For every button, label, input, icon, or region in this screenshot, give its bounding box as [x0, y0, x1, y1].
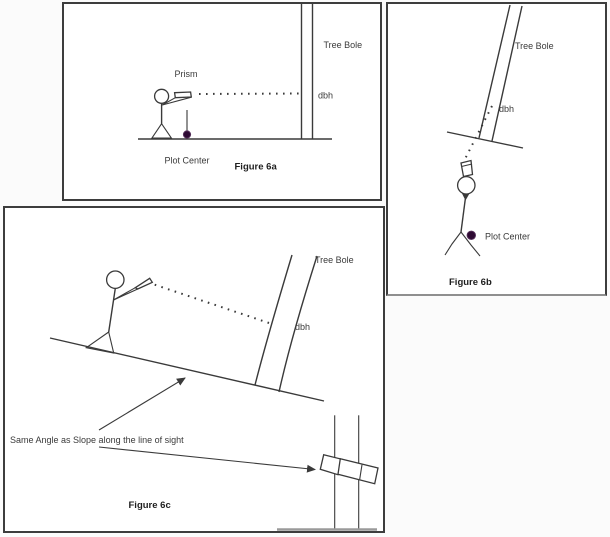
prism-label: Prism	[175, 69, 198, 79]
tree-bole	[478, 4, 523, 142]
tree-bole	[300, 4, 314, 139]
figure-6c-panel: Tree Bole dbh Same Angle as Slope along …	[3, 206, 385, 533]
prism-top-edge	[461, 163, 473, 168]
figure-head	[153, 88, 170, 104]
dbh-label: dbh	[499, 104, 514, 114]
tree-bole	[254, 254, 318, 393]
figure-6c-drawing: Tree Bole dbh Same Angle as Slope along …	[10, 254, 379, 531]
plot-center-dot	[466, 230, 477, 241]
figure-legs	[150, 122, 173, 139]
plot-center-label: Plot Center	[165, 156, 210, 166]
slope-annotation: Same Angle as Slope along the line of si…	[10, 435, 184, 445]
figure-head	[105, 270, 125, 290]
figure-arm	[162, 96, 192, 106]
prism-icon	[173, 91, 193, 99]
figure-6a-caption: Figure 6a	[235, 162, 278, 173]
annotation-arrow-to-prism	[98, 446, 316, 473]
stick-figure	[444, 159, 481, 257]
dbh-cross-line	[446, 131, 524, 149]
tree-bole-label: Tree Bole	[324, 40, 363, 50]
stick-figure	[150, 88, 193, 139]
figure-6a-drawing: Prism Tree Bole dbh Plot Center Figure 6…	[138, 4, 363, 173]
plot-center-dot	[182, 130, 192, 139]
handheld-prism	[319, 453, 379, 485]
plot-center-marker	[182, 110, 192, 139]
slope-line	[49, 337, 325, 402]
annotation-arrow-to-slope	[98, 377, 186, 431]
sight-line	[464, 105, 493, 160]
plot-center-label: Plot Center	[485, 232, 530, 242]
figure-6b-panel: Tree Bole dbh Plot Center Figure 6b	[386, 2, 607, 296]
prism-body	[337, 457, 379, 485]
figure-leg-right	[460, 231, 481, 257]
sight-line	[198, 92, 302, 95]
figure-6b-caption: Figure 6b	[449, 277, 492, 288]
figure-head	[456, 175, 476, 195]
figure-6b-drawing: Tree Bole dbh Plot Center Figure 6b	[444, 4, 554, 288]
prism-icon	[134, 277, 154, 290]
figure-arm	[162, 97, 176, 106]
stick-figure	[84, 270, 154, 354]
figure-6c-caption: Figure 6c	[129, 500, 171, 511]
figure-arm	[113, 288, 138, 301]
dbh-label: dbh	[318, 91, 333, 101]
prism-icon	[460, 159, 474, 178]
sight-line	[154, 283, 270, 324]
figure-legs	[84, 331, 115, 354]
figure-body	[108, 288, 116, 333]
figure-6a-panel: Prism Tree Bole dbh Plot Center Figure 6…	[62, 2, 382, 201]
prism-divider	[359, 464, 363, 480]
figure-neck	[462, 193, 470, 201]
dbh-label: dbh	[295, 322, 310, 332]
tree-bole-label: Tree Bole	[515, 41, 554, 51]
tree-bole-label: Tree Bole	[315, 255, 354, 265]
figure-leg-left	[444, 231, 462, 256]
figure-body	[460, 198, 466, 233]
